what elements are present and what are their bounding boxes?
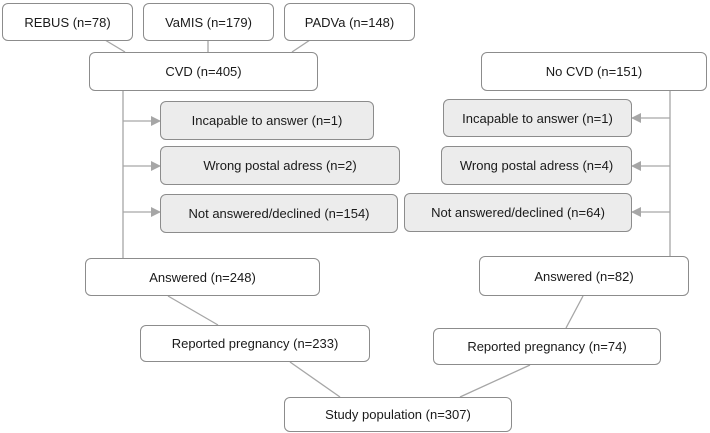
study-population-box: Study population (n=307) [284,397,512,432]
no-cvd-label: No CVD (n=151) [545,64,643,79]
cvd-label: CVD (n=405) [165,64,242,79]
source-rebus-label: REBUS (n=78) [24,14,111,30]
no-cvd-box: No CVD (n=151) [481,52,707,91]
no-cvd-answered-label: Answered (n=82) [534,268,634,284]
cvd-wrong-address-box: Wrong postal adress (n=2) [160,146,400,185]
no-cvd-incapable-label: Incapable to answer (n=1) [462,110,613,126]
no-cvd-pregnancy-label: Reported pregnancy (n=74) [467,339,627,354]
source-rebus-box: REBUS (n=78) [2,3,133,41]
no-cvd-wrong-address-label: Wrong postal adress (n=4) [459,158,614,173]
cvd-answered-to-pregnancy [167,295,219,326]
cvd-pregnancy-to-study [289,361,341,398]
no-cvd-not-answered-box: Not answered/declined (n=64) [404,193,632,232]
connector-rebus-cvd [104,39,126,53]
no-cvd-pregnancy-box: Reported pregnancy (n=74) [433,328,661,365]
connector-padva-cvd [291,39,311,53]
cvd-wrong-address-label: Wrong postal adress (n=2) [203,158,357,173]
cvd-not-answered-label: Not answered/declined (n=154) [188,206,370,221]
cvd-box: CVD (n=405) [89,52,318,91]
source-padva-box: PADVa (n=148) [284,3,415,41]
cvd-incapable-box: Incapable to answer (n=1) [160,101,374,140]
no-cvd-pregnancy-to-study [459,364,531,398]
cvd-answered-box: Answered (n=248) [85,258,320,296]
study-population-label: Study population (n=307) [325,407,471,422]
cvd-not-answered-box: Not answered/declined (n=154) [160,194,398,233]
no-cvd-wrong-address-box: Wrong postal adress (n=4) [441,146,632,185]
no-cvd-answered-to-pregnancy [565,295,584,329]
cvd-pregnancy-box: Reported pregnancy (n=233) [140,325,370,362]
no-cvd-incapable-box: Incapable to answer (n=1) [443,99,632,137]
source-padva-label: PADVa (n=148) [304,14,395,30]
source-vamis-box: VaMIS (n=179) [143,3,274,41]
cvd-pregnancy-label: Reported pregnancy (n=233) [171,336,339,351]
source-vamis-label: VaMIS (n=179) [165,14,252,30]
no-cvd-answered-box: Answered (n=82) [479,256,689,296]
cvd-incapable-label: Incapable to answer (n=1) [191,113,343,128]
no-cvd-not-answered-label: Not answered/declined (n=64) [431,205,605,220]
cvd-answered-label: Answered (n=248) [149,269,256,285]
